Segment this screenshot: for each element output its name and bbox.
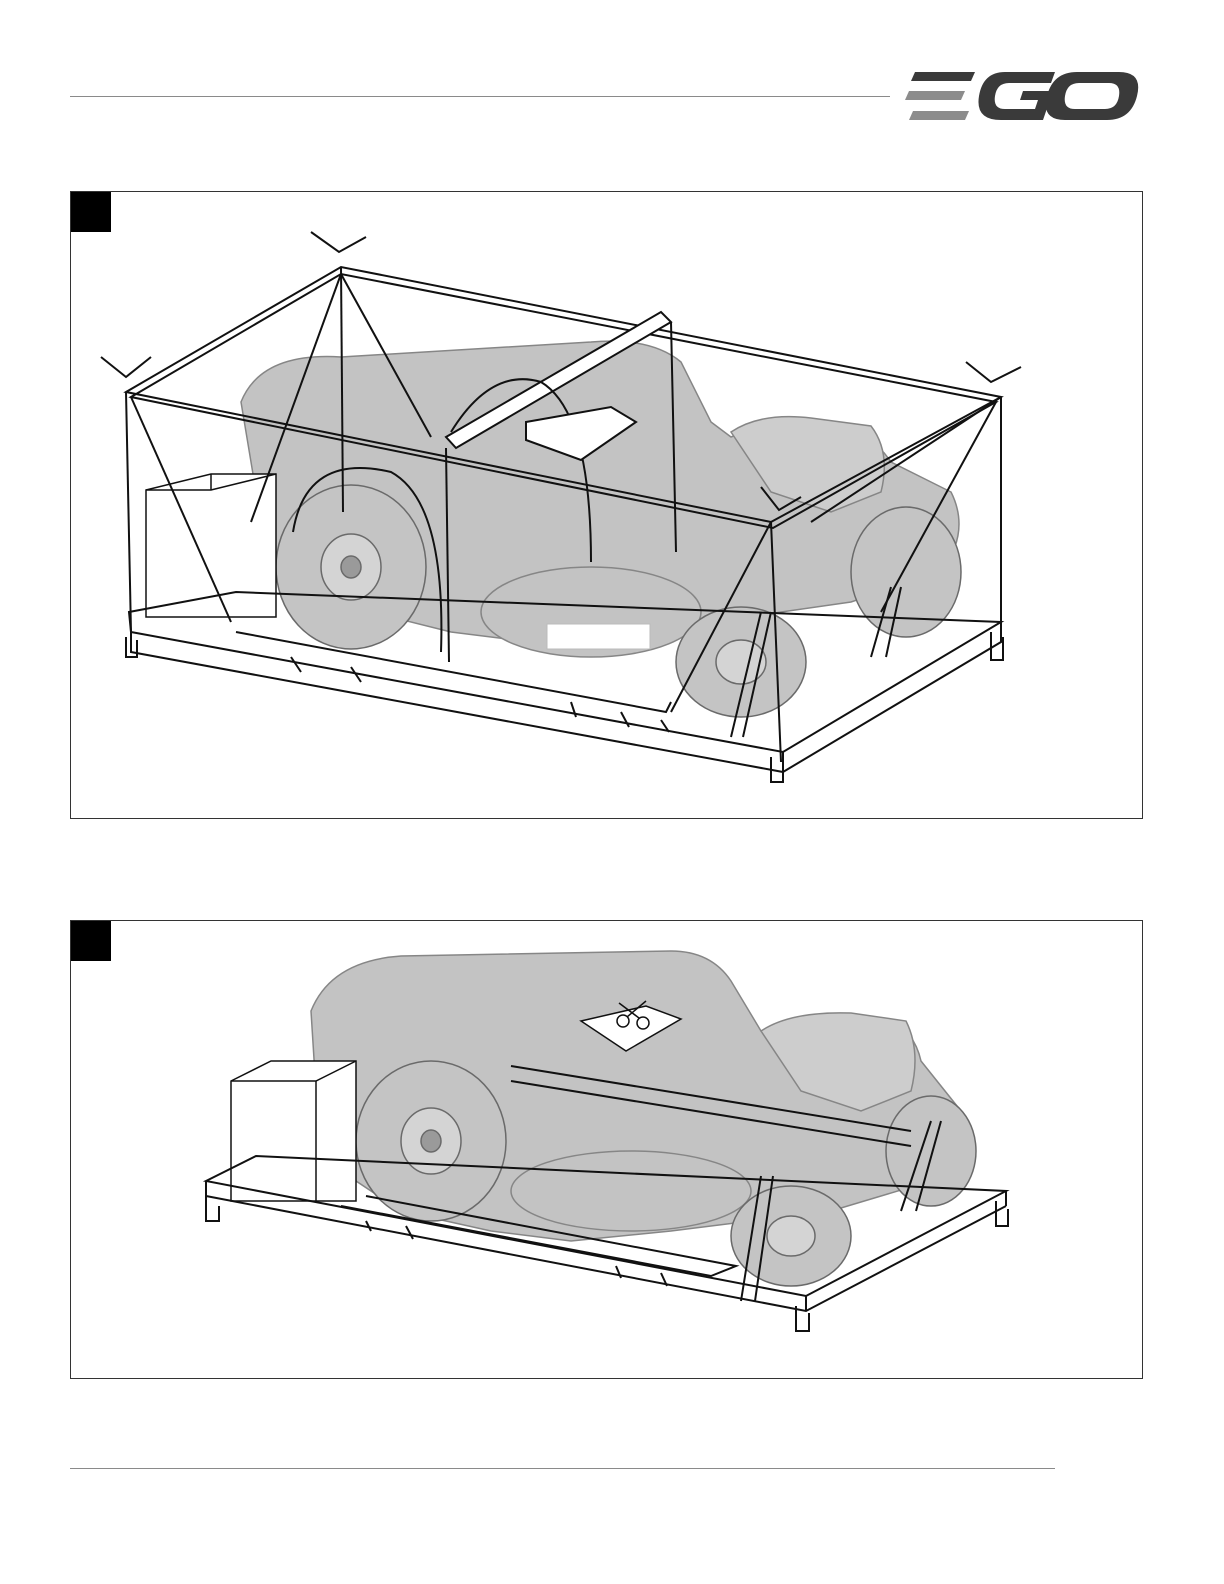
footer-rule (70, 1468, 1055, 1469)
figure-crate (70, 191, 1143, 819)
pallet-illustration (71, 921, 1142, 1378)
header-rule (70, 96, 890, 97)
ego-logo (905, 70, 1140, 122)
crate-illustration (71, 192, 1142, 818)
figure-pallet (70, 920, 1143, 1379)
